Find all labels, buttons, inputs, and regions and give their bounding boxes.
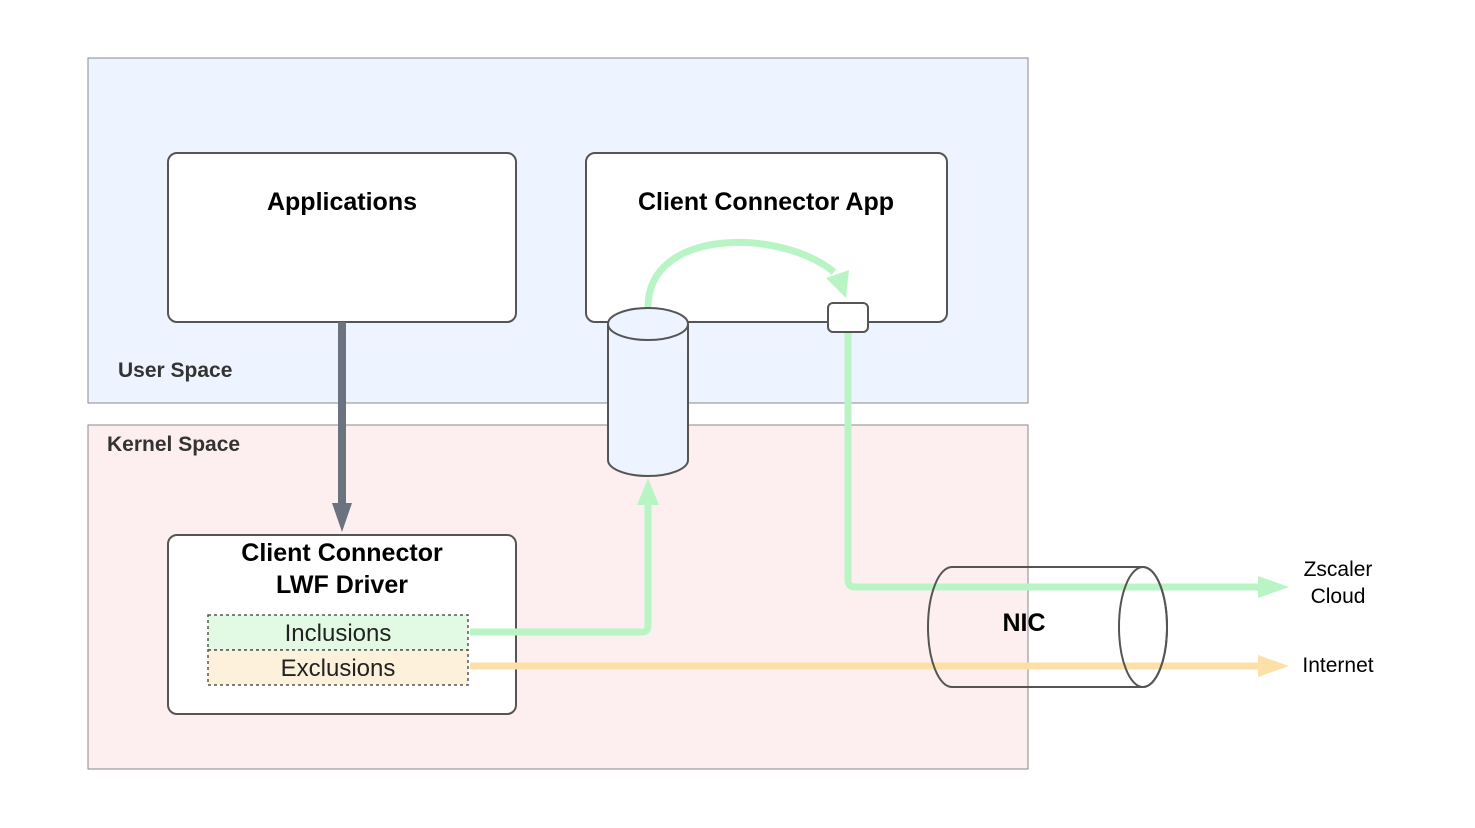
exclusions-label: Exclusions: [281, 655, 396, 682]
kernel-space-label: Kernel Space: [107, 433, 240, 456]
inclusion-flow-to-cylinder: [470, 478, 659, 636]
inclusions-label: Inclusions: [285, 620, 392, 647]
nic-cylinder: NIC: [927, 566, 1168, 688]
lwf-driver-label-line1: Client Connector: [241, 539, 443, 567]
nic-label: NIC: [1002, 609, 1045, 637]
tunnel-cylinder: [607, 307, 689, 477]
exclusions-row: Exclusions: [207, 649, 469, 686]
applications-to-driver-arrow: [332, 322, 352, 532]
lwf-driver-label-line2: LWF Driver: [276, 571, 408, 599]
user-space-label: User Space: [118, 359, 232, 382]
zscaler-label-line1: Zscaler: [1304, 558, 1373, 581]
zscaler-label-line2: Cloud: [1311, 585, 1366, 608]
tunnel-flow-to-zscaler: [844, 332, 1289, 598]
exclusion-flow-to-internet: [470, 655, 1289, 677]
inclusions-row: Inclusions: [207, 614, 469, 651]
client-connector-app-label: Client Connector App: [638, 188, 894, 216]
applications-label: Applications: [267, 188, 417, 216]
internet-label: Internet: [1302, 654, 1373, 677]
cylinder-to-app-port-arrow: [644, 238, 849, 308]
app-port: [827, 302, 869, 333]
applications-box: Applications: [167, 152, 517, 323]
client-connector-app-box: Client Connector App: [585, 152, 948, 323]
